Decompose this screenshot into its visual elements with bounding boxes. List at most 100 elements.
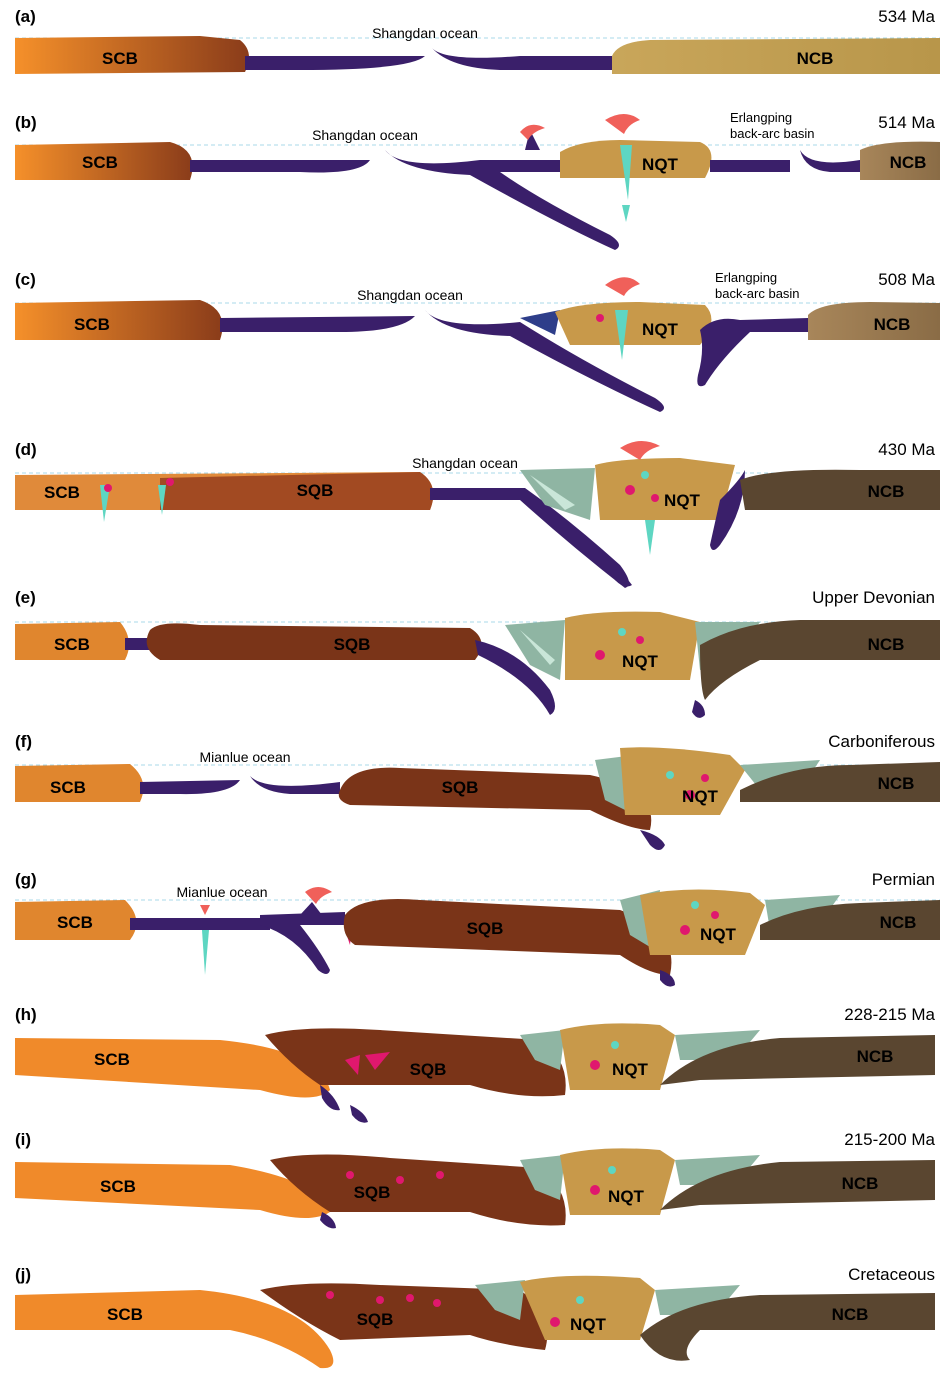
panel-d: (d) 430 Ma Shangdan ocean SCB SQB NQT NC… [15, 440, 940, 588]
block-label-nqt: NQT [642, 155, 679, 174]
nqt-block [595, 458, 735, 520]
pluton [595, 650, 605, 660]
volcano-plume [305, 887, 332, 904]
ncb-block [700, 620, 940, 700]
block-label-scb: SCB [94, 1050, 130, 1069]
block-label-scb: SCB [82, 153, 118, 172]
block-label-scb: SCB [74, 315, 110, 334]
block-label-scb: SCB [50, 778, 86, 797]
block-label-ncb: NCB [874, 315, 911, 334]
block-label-sqb: SQB [354, 1183, 391, 1202]
block-label-nqt: NQT [700, 925, 737, 944]
panel-h: (h) 228-215 Ma SCB SQB NQT NCB [15, 1005, 936, 1123]
panel-j: (j) Cretaceous SCB SQB NQT NCB [15, 1265, 935, 1368]
block-label-nqt: NQT [682, 787, 719, 806]
age-label: Carboniferous [828, 732, 935, 751]
nqt-block [555, 302, 711, 345]
block-label-scb: SCB [57, 913, 93, 932]
block-label-sqb: SQB [334, 635, 371, 654]
block-label-ncb: NCB [842, 1174, 879, 1193]
volcano-plume [200, 905, 210, 915]
pluton [433, 1299, 441, 1307]
block-label-nqt: NQT [612, 1060, 649, 1079]
block-label-sqb: SQB [297, 481, 334, 500]
magma-dike [622, 205, 630, 222]
arc-edifice [300, 902, 322, 915]
block-label-sqb: SQB [410, 1060, 447, 1079]
block-label-nqt: NQT [608, 1187, 645, 1206]
sqb-block [147, 623, 482, 660]
pluton [596, 314, 604, 322]
ocean-label: Mianlue ocean [176, 884, 267, 900]
pluton [396, 1176, 404, 1184]
pluton [326, 1291, 334, 1299]
volcano-plume [605, 114, 640, 134]
nqt-block [640, 889, 765, 955]
pluton [611, 1041, 619, 1049]
age-label: 228-215 Ma [844, 1005, 935, 1024]
pluton [590, 1185, 600, 1195]
block-label-scb: SCB [100, 1177, 136, 1196]
slab-fragment [320, 1212, 336, 1228]
basin-label: Erlangping [730, 110, 792, 125]
basin-label: Erlangping [715, 270, 777, 285]
panel-a: (a) 534 Ma Shangdan ocean SCB NCB [15, 7, 940, 74]
oceanic-crust [130, 918, 270, 930]
ocean-label: Shangdan ocean [372, 25, 478, 41]
block-label-scb: SCB [54, 635, 90, 654]
basin-label: back-arc basin [730, 126, 815, 141]
block-label-ncb: NCB [890, 153, 927, 172]
pluton [104, 484, 112, 492]
panel-g: (g) Permian Mianlue ocean SCB SQB NQT NC… [15, 870, 940, 987]
magma-dike [202, 930, 209, 975]
pluton [608, 1166, 616, 1174]
panel-f: (f) Carboniferous Mianlue ocean SCB SQB … [15, 732, 940, 850]
block-label-sqb: SQB [357, 1310, 394, 1329]
pluton [590, 1060, 600, 1070]
panel-c: (c) 508 Ma Shangdan ocean Erlangping bac… [15, 270, 940, 412]
ocean-label: Shangdan ocean [357, 287, 463, 303]
block-label-ncb: NCB [878, 774, 915, 793]
volcano-plume [620, 441, 660, 460]
ocean-label: Shangdan ocean [312, 127, 418, 143]
panel-e: (e) Upper Devonian SCB SQB NQT NCB [15, 588, 940, 718]
sqb-block [344, 899, 672, 975]
pluton [166, 478, 174, 486]
oceanic-crust [220, 316, 415, 332]
block-label-nqt: NQT [642, 320, 679, 339]
block-label-ncb: NCB [832, 1305, 869, 1324]
pluton [346, 1171, 354, 1179]
block-label-sqb: SQB [442, 778, 479, 797]
age-label: Upper Devonian [812, 588, 935, 607]
ocean-label: Shangdan ocean [412, 455, 518, 471]
oceanic-crust [250, 776, 340, 794]
pluton [550, 1317, 560, 1327]
pluton [691, 901, 699, 909]
oceanic-crust [245, 56, 425, 70]
block-label-ncb: NCB [857, 1047, 894, 1066]
panel-label: (d) [15, 440, 37, 459]
panel-label: (j) [15, 1265, 31, 1284]
panel-label: (c) [15, 270, 36, 289]
pluton [618, 628, 626, 636]
pluton [576, 1296, 584, 1304]
pluton [701, 774, 709, 782]
basin-label: back-arc basin [715, 286, 800, 301]
panel-label: (g) [15, 870, 37, 889]
oceanic-crust [710, 160, 790, 172]
block-label-ncb: NCB [797, 49, 834, 68]
slab-fragment [640, 830, 665, 850]
pluton [406, 1294, 414, 1302]
pluton [711, 911, 719, 919]
pluton [651, 494, 659, 502]
pluton [625, 485, 635, 495]
panel-b: (b) 514 Ma Shangdan ocean Erlangping bac… [15, 110, 940, 250]
pluton [636, 636, 644, 644]
pluton [666, 771, 674, 779]
pluton [436, 1171, 444, 1179]
block-label-scb: SCB [102, 49, 138, 68]
subducting-slab [260, 912, 345, 974]
age-label: 215-200 Ma [844, 1130, 935, 1149]
block-label-scb: SCB [107, 1305, 143, 1324]
